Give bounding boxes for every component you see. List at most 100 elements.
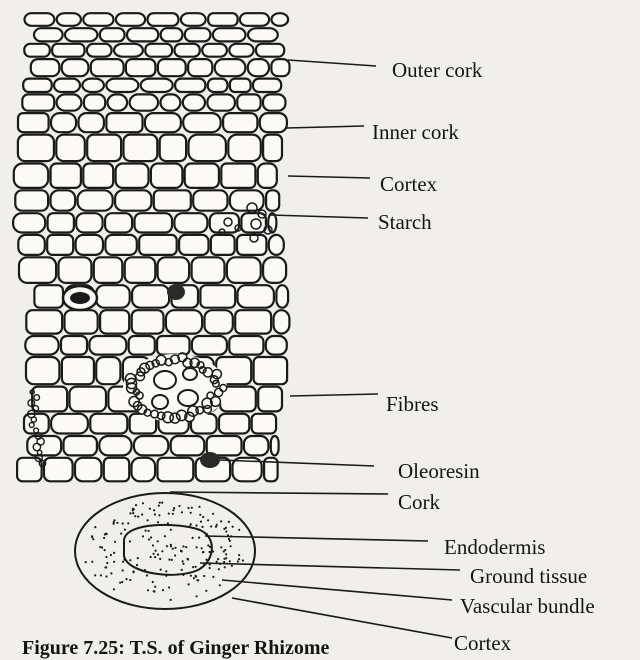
cell bbox=[157, 336, 189, 355]
cell bbox=[132, 285, 169, 308]
cell bbox=[229, 336, 263, 355]
cell bbox=[260, 113, 287, 132]
cell bbox=[271, 436, 279, 455]
oleoresin-cell bbox=[167, 284, 185, 300]
cell bbox=[24, 44, 50, 57]
cell bbox=[276, 285, 288, 308]
cell bbox=[84, 94, 105, 110]
cell bbox=[82, 79, 104, 92]
cell bbox=[132, 458, 156, 482]
cell bbox=[244, 436, 269, 455]
cell bbox=[51, 190, 76, 210]
cell bbox=[83, 13, 113, 26]
cell bbox=[240, 13, 269, 26]
cell bbox=[248, 59, 269, 76]
cell bbox=[18, 235, 45, 255]
cork-outline bbox=[75, 493, 255, 609]
label-cortex-lower: Cortex bbox=[454, 633, 511, 654]
cell bbox=[185, 164, 219, 188]
cell bbox=[51, 113, 76, 132]
label-inner-cork: Inner cork bbox=[372, 122, 459, 143]
cell bbox=[57, 13, 81, 26]
cell bbox=[160, 135, 186, 162]
cell bbox=[266, 190, 279, 210]
cell bbox=[19, 257, 56, 283]
cell bbox=[215, 59, 246, 76]
cell bbox=[94, 257, 123, 283]
cell bbox=[99, 436, 131, 455]
cell bbox=[207, 94, 235, 110]
cell bbox=[241, 213, 266, 232]
cell bbox=[135, 213, 173, 232]
cell bbox=[79, 113, 104, 132]
cell bbox=[183, 94, 205, 110]
cell bbox=[100, 310, 129, 333]
cell bbox=[213, 28, 246, 41]
cell bbox=[25, 336, 58, 355]
endodermis-outline bbox=[124, 525, 212, 575]
cell bbox=[161, 94, 181, 110]
cell bbox=[223, 113, 257, 132]
cell bbox=[96, 285, 130, 308]
cell bbox=[263, 257, 286, 283]
cell bbox=[145, 44, 172, 57]
cell bbox=[89, 336, 126, 355]
cell bbox=[65, 28, 97, 41]
cell bbox=[26, 310, 62, 333]
cell bbox=[90, 414, 127, 434]
cell bbox=[263, 135, 282, 162]
cell bbox=[52, 44, 84, 57]
cell bbox=[237, 94, 260, 110]
cell bbox=[127, 28, 158, 41]
cell bbox=[64, 436, 97, 455]
cell bbox=[205, 310, 233, 333]
cell bbox=[188, 59, 212, 76]
figure-caption: Figure 7.25: T.S. of Ginger Rhizome bbox=[22, 637, 329, 660]
cell bbox=[193, 190, 227, 210]
oleoresin-cell bbox=[200, 452, 220, 468]
cell bbox=[130, 94, 159, 110]
cell bbox=[175, 79, 205, 92]
cell bbox=[51, 164, 81, 188]
cell bbox=[87, 44, 112, 57]
cell bbox=[158, 59, 186, 76]
cell bbox=[174, 213, 207, 232]
cell bbox=[51, 414, 88, 434]
cell bbox=[202, 44, 227, 57]
cell bbox=[125, 257, 156, 283]
cell bbox=[115, 190, 151, 210]
cell bbox=[24, 414, 49, 434]
cell bbox=[229, 44, 253, 57]
cell bbox=[171, 436, 205, 455]
cell bbox=[106, 79, 138, 92]
cell bbox=[230, 79, 251, 92]
cell bbox=[158, 458, 194, 482]
oil-cell bbox=[63, 286, 97, 310]
cell bbox=[258, 387, 282, 412]
cell bbox=[154, 190, 191, 210]
cell bbox=[23, 79, 52, 92]
cell bbox=[27, 436, 61, 455]
cell bbox=[254, 357, 288, 384]
cell bbox=[48, 213, 74, 232]
cell bbox=[105, 235, 136, 255]
cell bbox=[238, 285, 274, 308]
cell bbox=[141, 79, 173, 92]
cell bbox=[237, 235, 266, 255]
cell bbox=[104, 458, 129, 482]
cell bbox=[145, 113, 181, 132]
cell bbox=[75, 458, 101, 482]
schematic-ts bbox=[75, 493, 255, 609]
cell bbox=[211, 235, 235, 255]
cell bbox=[266, 336, 287, 355]
cell bbox=[108, 94, 128, 110]
cell bbox=[61, 336, 87, 355]
cell bbox=[248, 28, 278, 41]
cell bbox=[185, 28, 211, 41]
cell bbox=[105, 213, 132, 232]
schematic-stippling bbox=[85, 502, 245, 602]
cell bbox=[272, 13, 289, 26]
cell bbox=[100, 28, 125, 41]
cell bbox=[200, 285, 235, 308]
